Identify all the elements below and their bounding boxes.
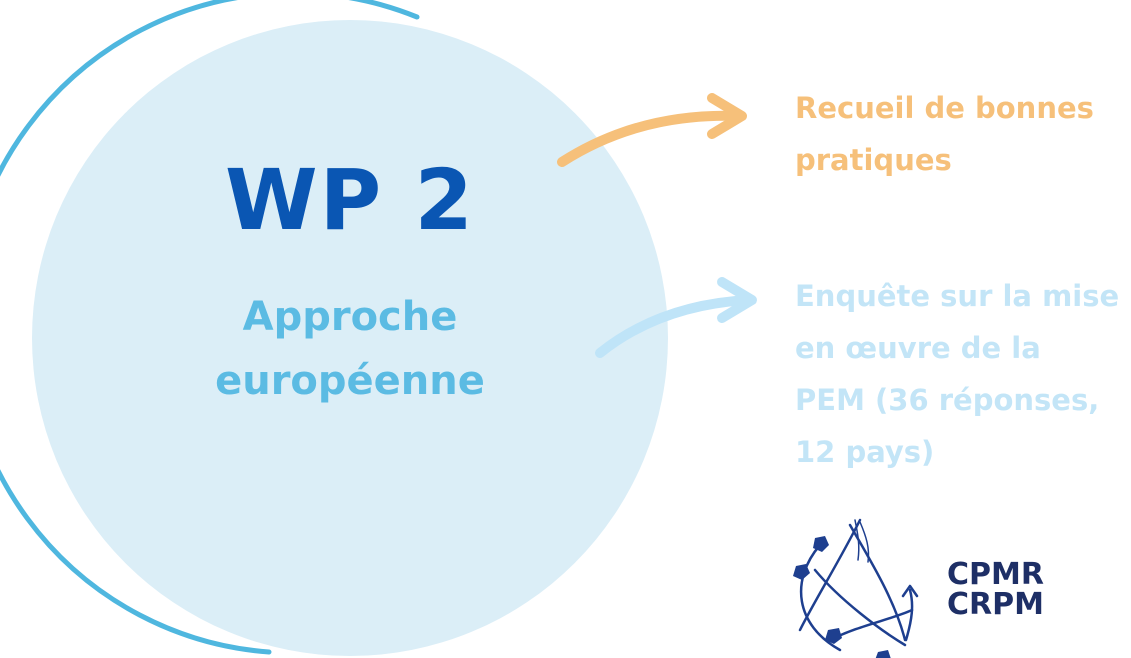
wp-subtitle-line: Approche [242,294,458,340]
item-line: 12 pays) [795,435,935,469]
arrow-right-icon [595,277,757,358]
main-circle [32,20,668,656]
cpmr-network-icon [793,518,919,658]
item-line: en œuvre de la [795,331,1041,365]
item-survey: Enquête sur la mise en œuvre de la PEM (… [795,270,1119,478]
item-best-practices: Recueil de bonnes pratiques [795,82,1094,186]
item-line: Recueil de bonnes [795,91,1094,125]
wp-subtitle-line: européenne [215,358,485,404]
item-line: PEM (36 réponses, [795,383,1100,417]
item-line: Enquête sur la mise [795,279,1120,313]
circle-outline-arc [0,0,420,655]
wp-title: WP 2 [225,151,475,249]
arrow-right-icon [557,93,747,167]
logo-text-cpmr: CPMR [947,557,1044,592]
logo-text-crpm: CRPM [947,587,1044,622]
wp-subtitle: Approche européenne [120,285,580,413]
item-line: pratiques [795,143,952,177]
